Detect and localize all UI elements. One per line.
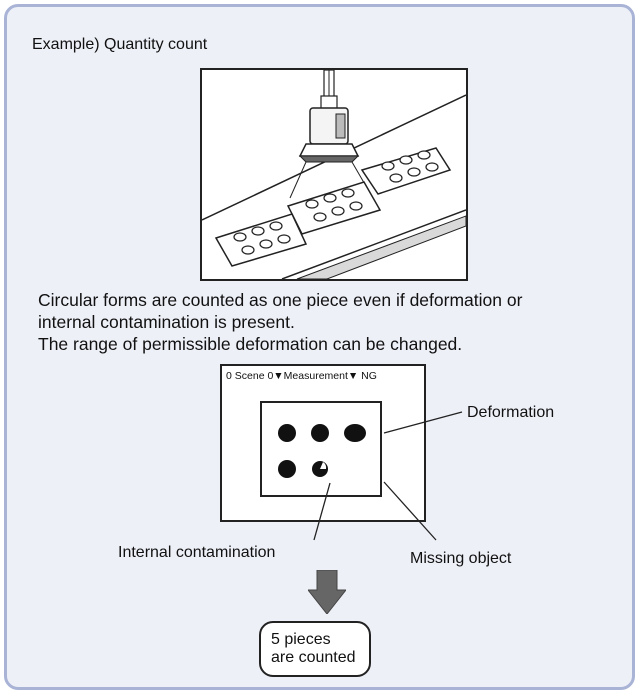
- measurement-region: [260, 401, 382, 497]
- result-line-1: 5 pieces: [271, 631, 331, 648]
- label-missing-object: Missing object: [410, 550, 512, 567]
- label-internal-contamination: Internal contamination: [118, 544, 276, 561]
- conveyor-drawing: [202, 70, 466, 279]
- measurement-screen: 0 Scene 0▼Measurement▼ NG: [220, 364, 426, 522]
- screen-header: 0 Scene 0▼Measurement▼ NG: [226, 370, 377, 382]
- example-title: Example) Quantity count: [32, 36, 208, 53]
- object-circle: [278, 460, 296, 478]
- object-circle: [311, 424, 329, 442]
- label-deformation: Deformation: [467, 404, 555, 421]
- objects-drawing: [278, 424, 366, 478]
- camera-conveyor-illustration: [200, 68, 468, 281]
- object-deformed: [344, 424, 366, 442]
- result-line-2: are counted: [271, 649, 356, 666]
- description: Circular forms are counted as one piece …: [38, 289, 628, 355]
- result-box: 5 pieces are counted: [259, 621, 371, 677]
- description-line-3: The range of permissible deformation can…: [38, 334, 463, 354]
- description-line-2: internal contamination is present.: [38, 312, 295, 332]
- object-circle: [278, 424, 296, 442]
- down-arrow-icon: [308, 570, 346, 614]
- description-line-1: Circular forms are counted as one piece …: [38, 290, 523, 310]
